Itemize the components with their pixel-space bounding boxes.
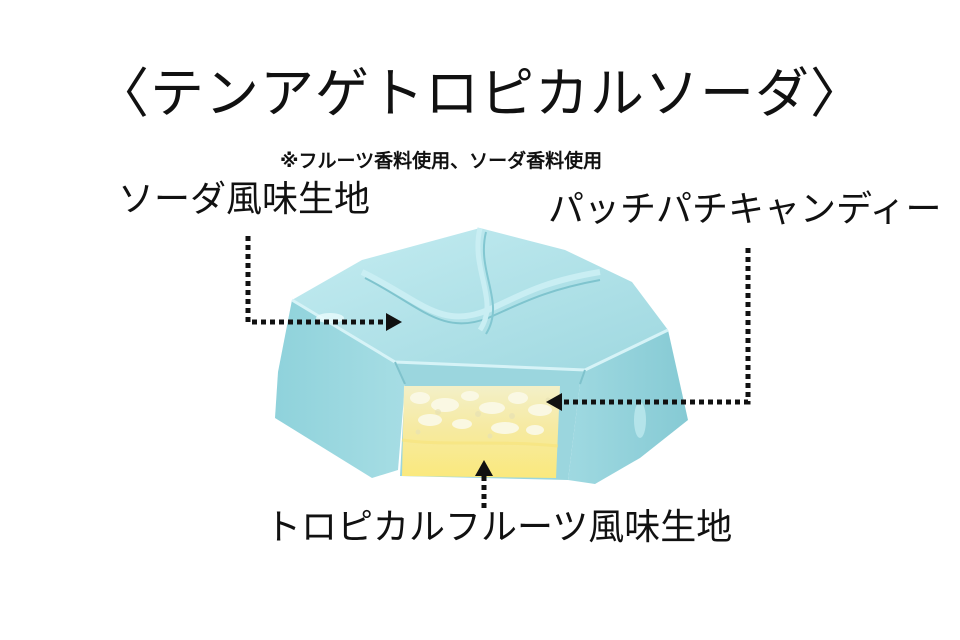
page-title: 〈テンアゲトロピカルソーダ〉 xyxy=(95,62,865,125)
label-soda-dough: ソーダ風味生地 xyxy=(118,179,371,220)
filling-cross-section xyxy=(401,386,560,478)
label-candy: パッチパチキャンディー xyxy=(548,189,942,230)
arrowhead-soda-dough xyxy=(386,313,402,331)
arrowhead-tropical-dough xyxy=(475,460,493,476)
flavoring-note: ※フルーツ香料使用、ソーダ香料使用 xyxy=(280,150,603,172)
arrow-candy xyxy=(560,248,751,405)
arrow-soda-dough xyxy=(245,236,388,325)
arrowhead-candy xyxy=(546,393,562,411)
label-tropical-dough: トロピカルフルーツ風味生地 xyxy=(265,507,733,548)
callout-arrows xyxy=(245,236,751,508)
